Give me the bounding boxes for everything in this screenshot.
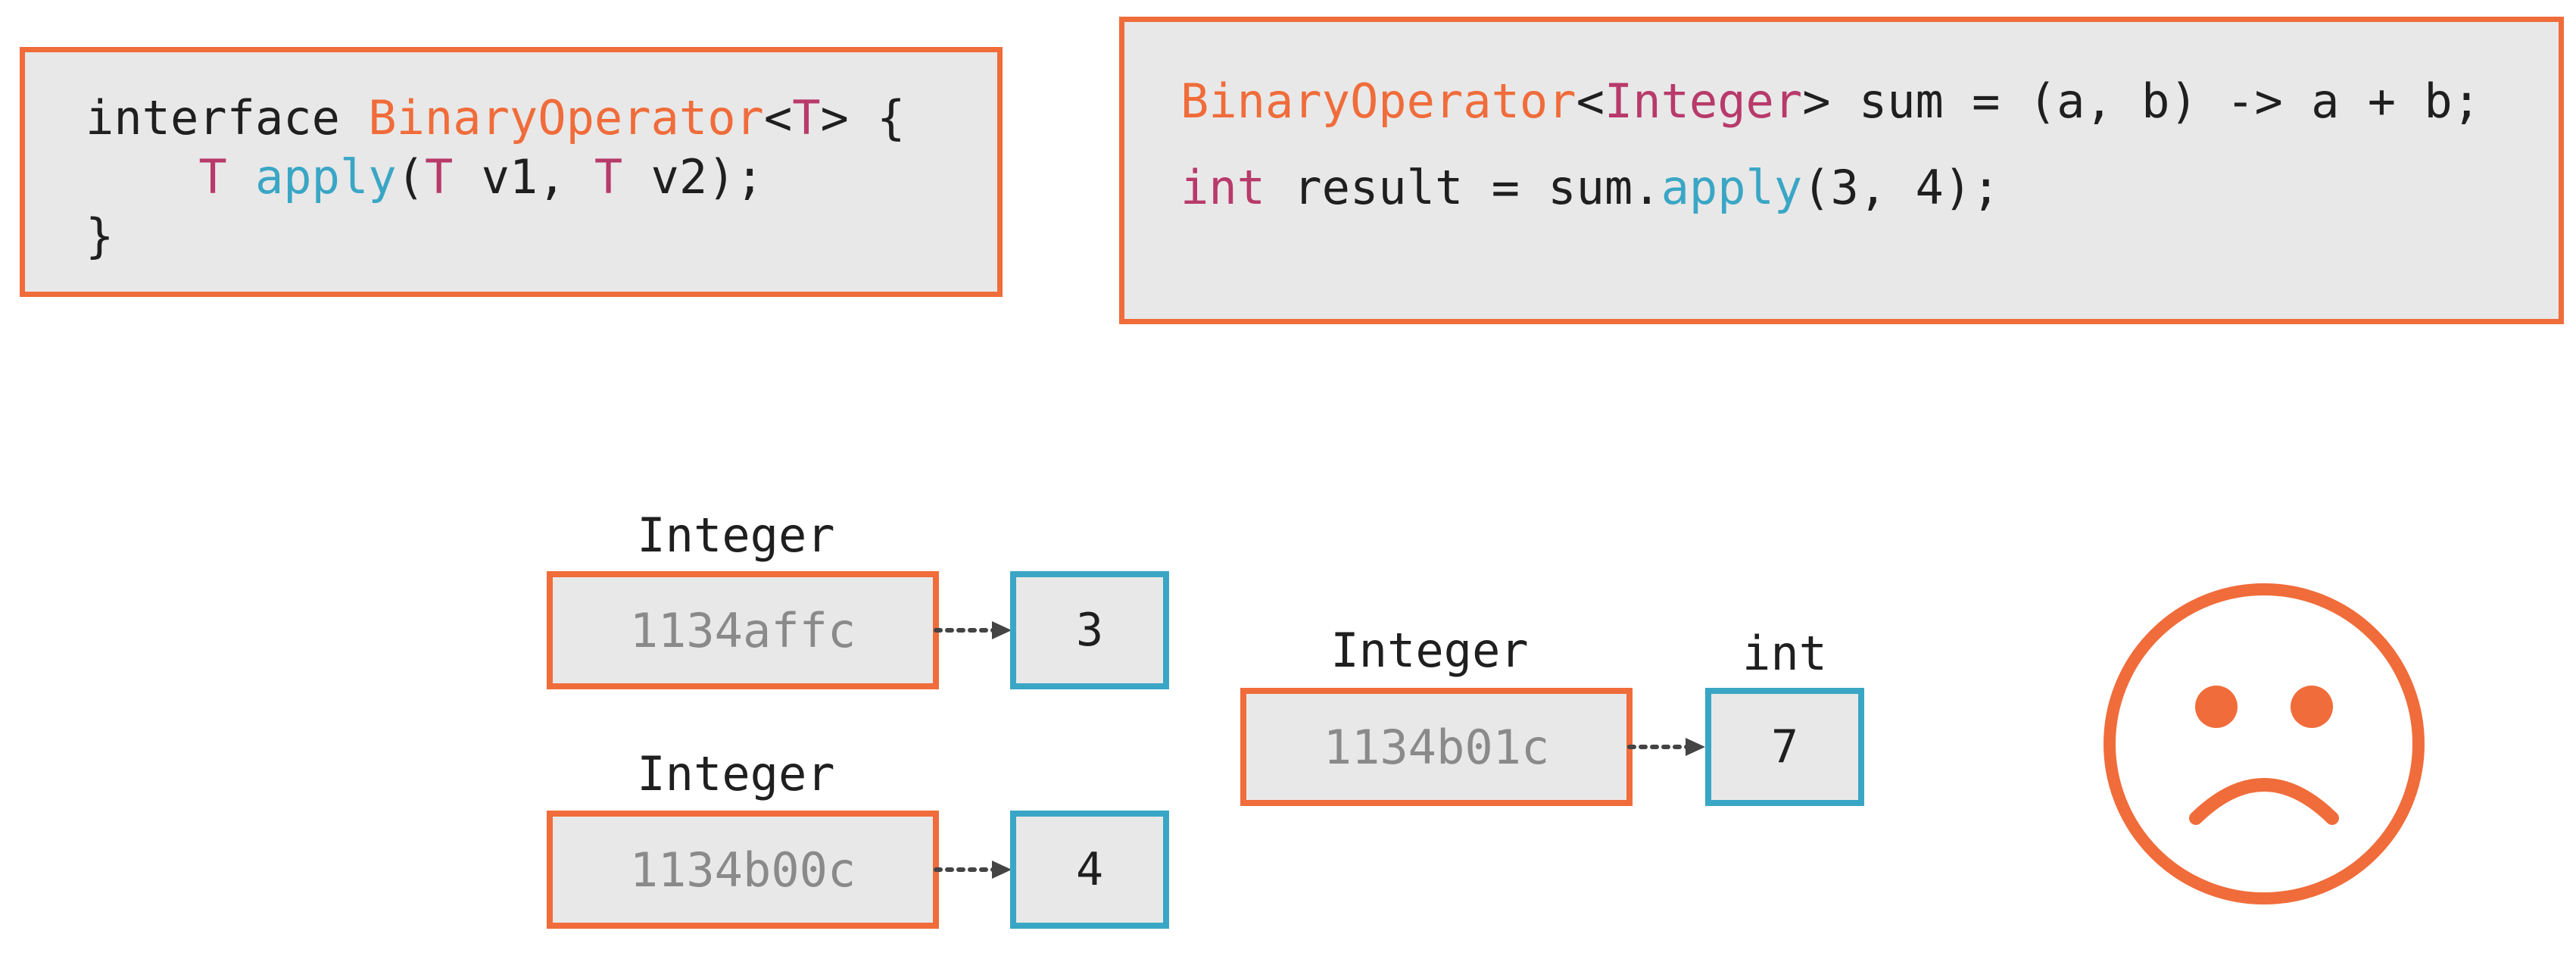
indent [86,149,198,205]
usage-code: BinaryOperator<Integer> sum = (a, b) -> … [1180,72,2481,245]
pointer-arrow-b [934,861,1012,879]
type-param-t: T [792,90,821,145]
method-apply: apply [254,149,397,205]
integer-label-b: Integer [637,746,835,801]
return-type-t: T [198,149,227,205]
integer-label-sum: Integer [1330,623,1529,678]
address-box-sum: 1134b01c [1240,688,1633,806]
int-label-result: int [1742,626,1827,681]
generic-open: < [1576,73,1605,129]
address-box-a: 1134affc [547,571,939,689]
usage-line-2: int result = sum.apply(3, 4); [1180,131,2481,245]
result-assignment: result = sum. [1265,160,1661,215]
pointer-arrow-sum [1627,738,1705,756]
param-type-t2: T [594,149,623,205]
type-binary-operator: BinaryOperator [1180,73,1576,129]
generic-open: < [763,90,793,145]
space [227,149,255,205]
lambda-assignment: > sum = (a, b) -> a + b; [1802,73,2481,129]
sad-face-icon [2104,583,2425,904]
value-box-result: 7 [1705,688,1864,806]
value-box-b: 4 [1010,811,1169,929]
address-box-b: 1134b00c [547,811,939,929]
usage-line-1: BinaryOperator<Integer> sum = (a, b) -> … [1180,45,2481,158]
closing-brace: } [86,208,114,264]
type-int: int [1180,160,1265,215]
integer-label-a: Integer [637,508,835,563]
interface-code-panel: interface BinaryOperator<T> { T apply(T … [20,47,1003,297]
param-v2: v2); [622,149,764,205]
pointer-arrow-a [934,621,1012,639]
usage-code-panel: BinaryOperator<Integer> sum = (a, b) -> … [1119,17,2564,324]
value-box-a: 3 [1010,571,1169,689]
type-integer: Integer [1604,73,1803,129]
param-type-t1: T [424,149,454,205]
method-apply: apply [1661,160,1803,215]
type-binary-operator: BinaryOperator [368,90,764,145]
apply-args: (3, 4); [1802,160,2001,215]
interface-code: interface BinaryOperator<T> { T apply(T … [86,89,906,266]
generic-close-brace: > { [820,90,906,145]
paren-open: ( [396,149,425,205]
param-v1: v1, [453,149,594,205]
keyword-interface: interface [86,90,369,145]
